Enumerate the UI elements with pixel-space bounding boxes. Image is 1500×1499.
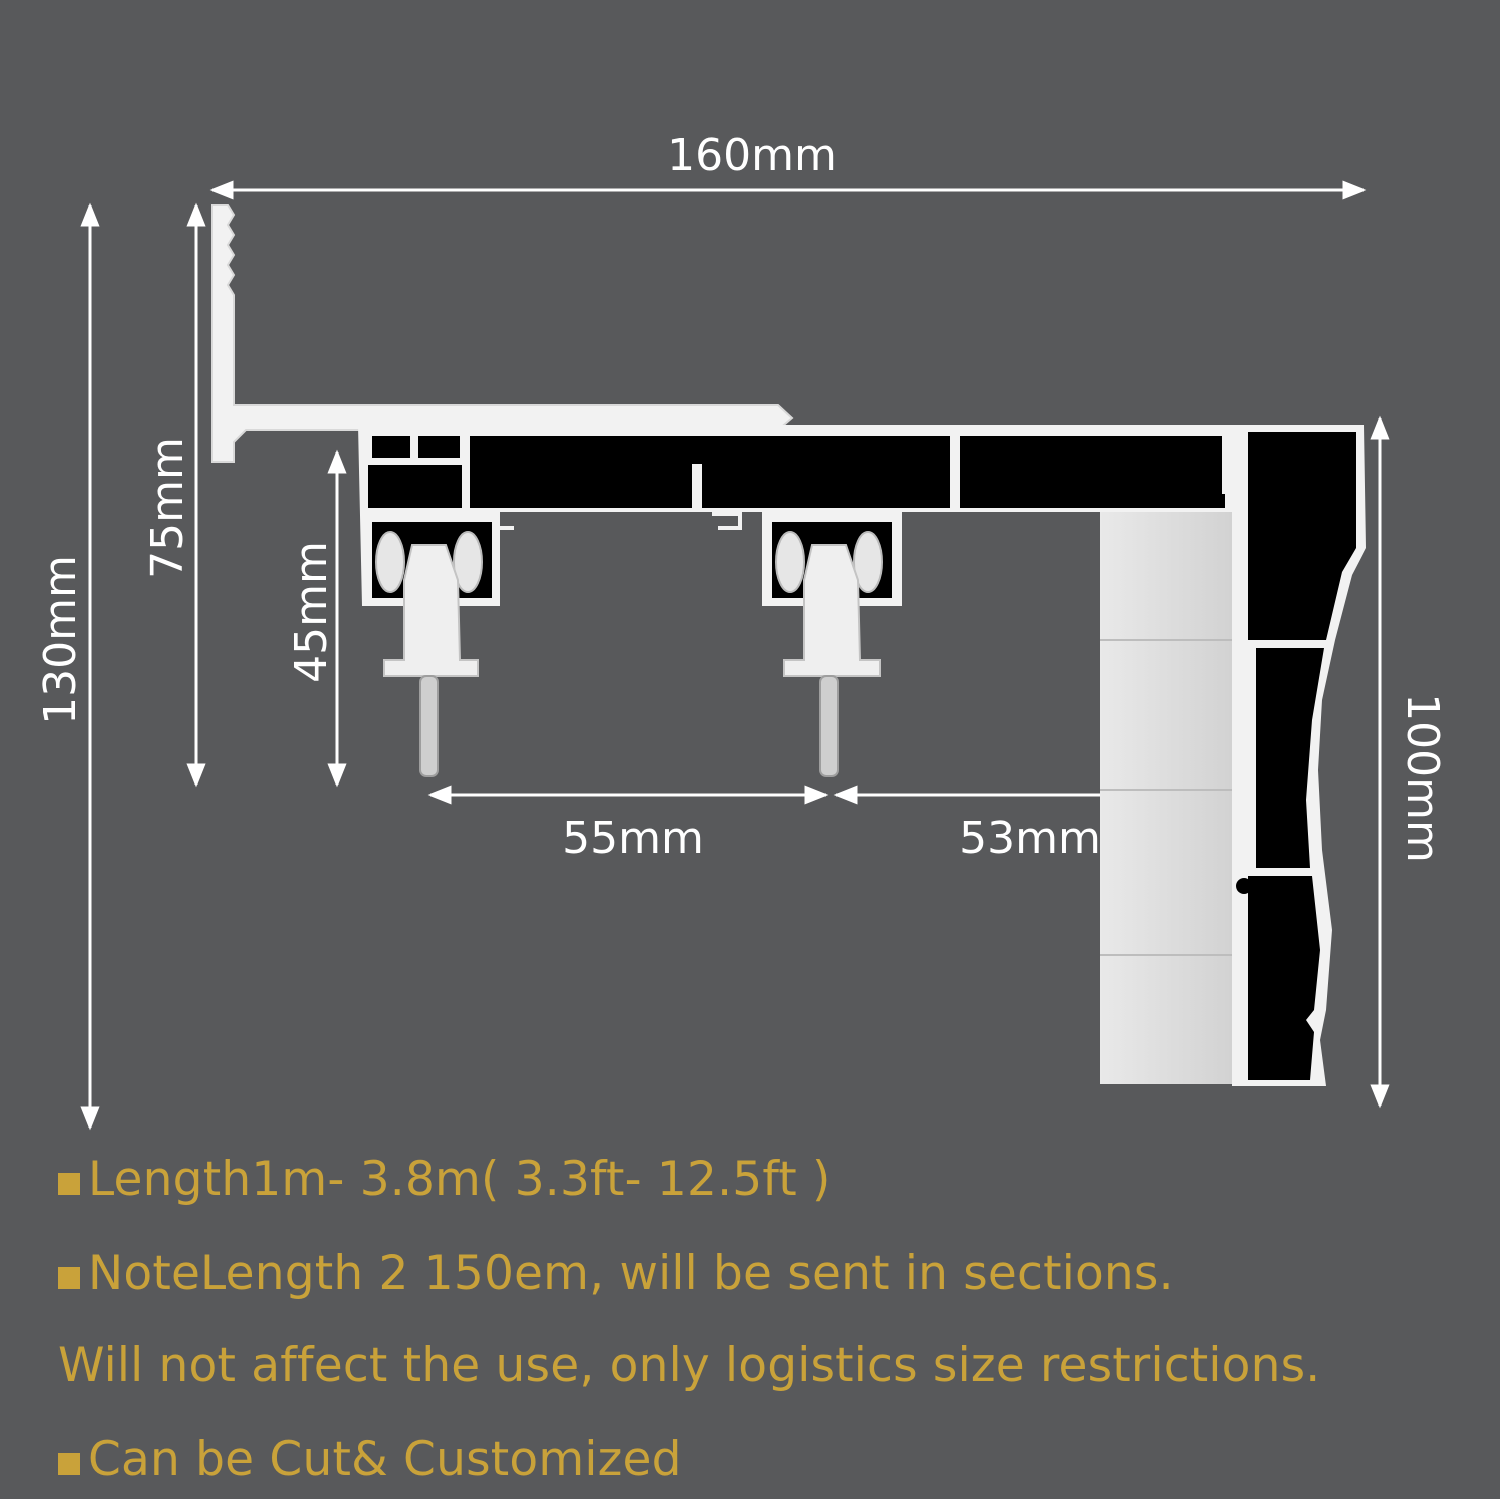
- valance-panel: [1100, 512, 1250, 1084]
- runner-right: [775, 531, 883, 777]
- runner-left-wheel-1: [375, 531, 405, 593]
- valance-upper-black: [1248, 432, 1356, 640]
- dim-label-45: 45mm: [286, 541, 337, 683]
- wall-bracket: [211, 204, 794, 463]
- track-groove: [368, 476, 388, 496]
- note-customized: Can be Cut& Customized: [58, 1432, 682, 1487]
- valance-lower-black: [1248, 876, 1320, 1080]
- bracket-body: [211, 204, 794, 463]
- note-customized-text: Can be Cut& Customized: [88, 1432, 682, 1487]
- note-length-text: Length1m- 3.8m( 3.3ft- 12.5ft ): [88, 1152, 831, 1207]
- note-logistics-text: Will not affect the use, only logistics …: [58, 1338, 1321, 1393]
- runner-left-hook: [419, 675, 439, 777]
- note-length: Length1m- 3.8m( 3.3ft- 12.5ft ): [58, 1152, 831, 1207]
- valance-front-face: [1100, 512, 1250, 1084]
- dim-label-55: 55mm: [562, 813, 704, 864]
- bullet-square-icon: [58, 1267, 80, 1289]
- runner-right-wheel-2: [853, 531, 883, 593]
- note-logistics: Will not affect the use, only logistics …: [58, 1338, 1320, 1393]
- track-chamber-3: [960, 436, 1225, 508]
- runner-left: [375, 531, 483, 777]
- bullet-square-icon: [58, 1173, 80, 1195]
- track-top-slot: [660, 436, 748, 464]
- valance-end-profile: [1222, 425, 1366, 1086]
- dim-label-130: 130mm: [35, 555, 86, 725]
- dimension-lines: [80, 180, 1390, 1131]
- note-sections: NoteLength 2 150em, will be sent in sect…: [58, 1246, 1174, 1301]
- dim-label-160: 160mm: [667, 130, 837, 181]
- runner-right-wheel-1: [775, 531, 805, 593]
- runner-left-wheel-2: [453, 531, 483, 593]
- dim-label-53: 53mm: [959, 813, 1101, 864]
- dim-label-100: 100mm: [1397, 693, 1448, 863]
- track-chamber-1: [470, 436, 692, 508]
- note-sections-text: NoteLength 2 150em, will be sent in sect…: [88, 1246, 1174, 1301]
- bullet-square-icon: [58, 1453, 80, 1475]
- dim-label-75: 75mm: [142, 437, 193, 579]
- valance-middle-black: [1256, 648, 1324, 868]
- runner-right-hook: [819, 675, 839, 777]
